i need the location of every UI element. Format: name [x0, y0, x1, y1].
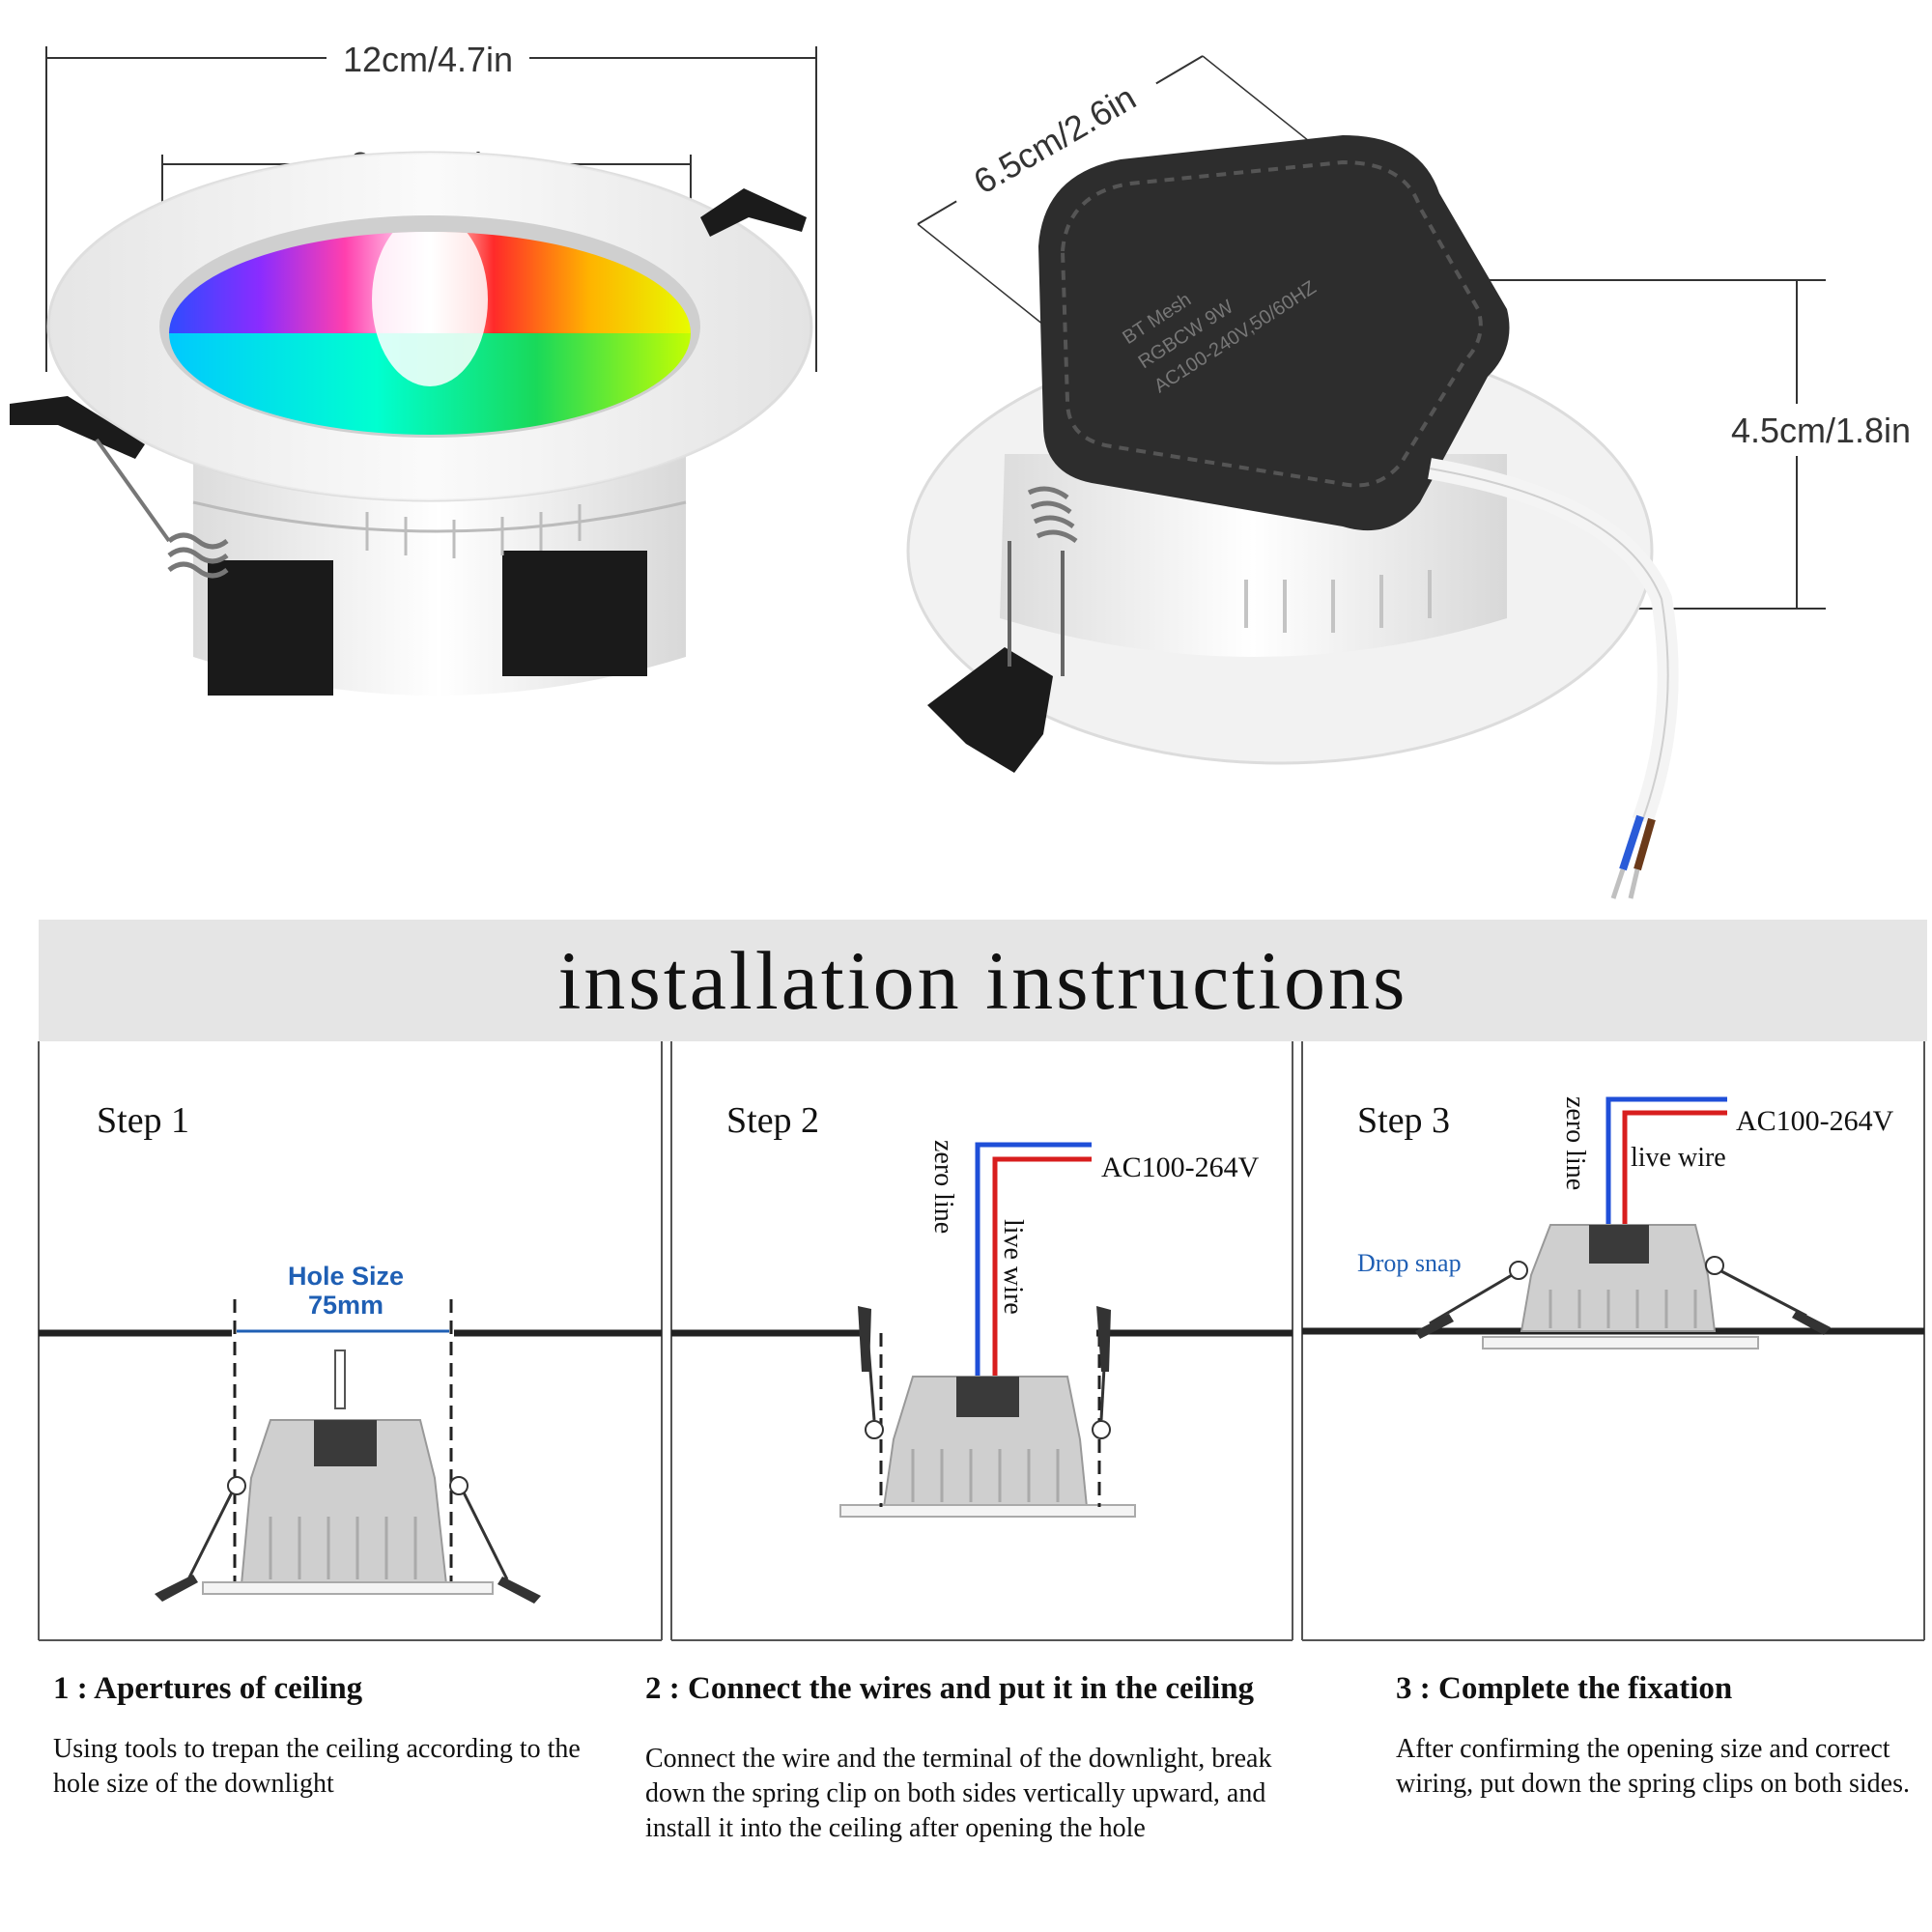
step-3-caption-body: After confirming the opening size and co… — [1396, 1734, 1910, 1799]
step-3-caption: 3 : Complete the fixation After confirmi… — [1396, 1671, 1922, 1802]
step-2-zero-line: zero line — [928, 1140, 958, 1234]
product-dimension-illustration: 12cm/4.7in 8cm/3.1in — [10, 37, 1927, 899]
step-2-voltage: AC100-264V — [1101, 1151, 1260, 1183]
downlight-diagram-2 — [839, 1306, 1136, 1518]
drop-snap-label: Drop snap — [1357, 1249, 1462, 1277]
step-2-caption: 2 : Connect the wires and put it in the … — [645, 1671, 1312, 1846]
downlight-front-photo: 12cm/4.7in 8cm/3.1in — [10, 37, 817, 696]
installation-steps: Step 1 Hole Size 75mm — [38, 1041, 1925, 1641]
step-1-panel: Step 1 Hole Size 75mm — [39, 1100, 662, 1604]
height-label: 4.5cm/1.8in — [1731, 411, 1911, 450]
step-2-panel: Step 2 AC100-264V zero line live wire — [671, 1100, 1293, 1518]
step-1-caption-body: Using tools to trepan the ceiling accord… — [53, 1734, 581, 1799]
hole-size-label: Hole Size — [288, 1262, 404, 1291]
step-1-heading: Step 1 — [97, 1100, 189, 1141]
step-2-caption-title: 2 : Connect the wires and put it in the … — [645, 1671, 1255, 1706]
step-3-live-wire: live wire — [1631, 1143, 1726, 1173]
page-title: installation instructions — [557, 934, 1408, 1027]
outer-width-label: 12cm/4.7in — [343, 40, 513, 79]
title-band: installation instructions — [39, 920, 1927, 1041]
step-1-caption: 1 : Apertures of ceiling Using tools to … — [53, 1671, 594, 1802]
step-1-caption-title: 1 : Apertures of ceiling — [53, 1671, 363, 1706]
step-3-zero-line: zero line — [1560, 1096, 1590, 1190]
step-2-caption-body: Connect the wire and the terminal of the… — [645, 1744, 1272, 1843]
downlight-diagram-1 — [155, 1419, 541, 1604]
downlight-back-photo: 6.5cm/2.6in 4.5cm/1.8in BT Mesh RGBCW 9W… — [906, 55, 1927, 899]
step-3-heading: Step 3 — [1357, 1100, 1450, 1141]
step-2-heading: Step 2 — [726, 1100, 819, 1141]
hole-size-value: 75mm — [308, 1291, 384, 1320]
step-3-voltage: AC100-264V — [1736, 1105, 1894, 1137]
step-3-caption-title: 3 : Complete the fixation — [1396, 1671, 1733, 1706]
step-2-live-wire: live wire — [998, 1219, 1028, 1315]
downlight-diagram-3 — [1415, 1224, 1831, 1350]
step-3-panel: Step 3 AC100-264V zero line live wire Dr… — [1302, 1096, 1924, 1350]
